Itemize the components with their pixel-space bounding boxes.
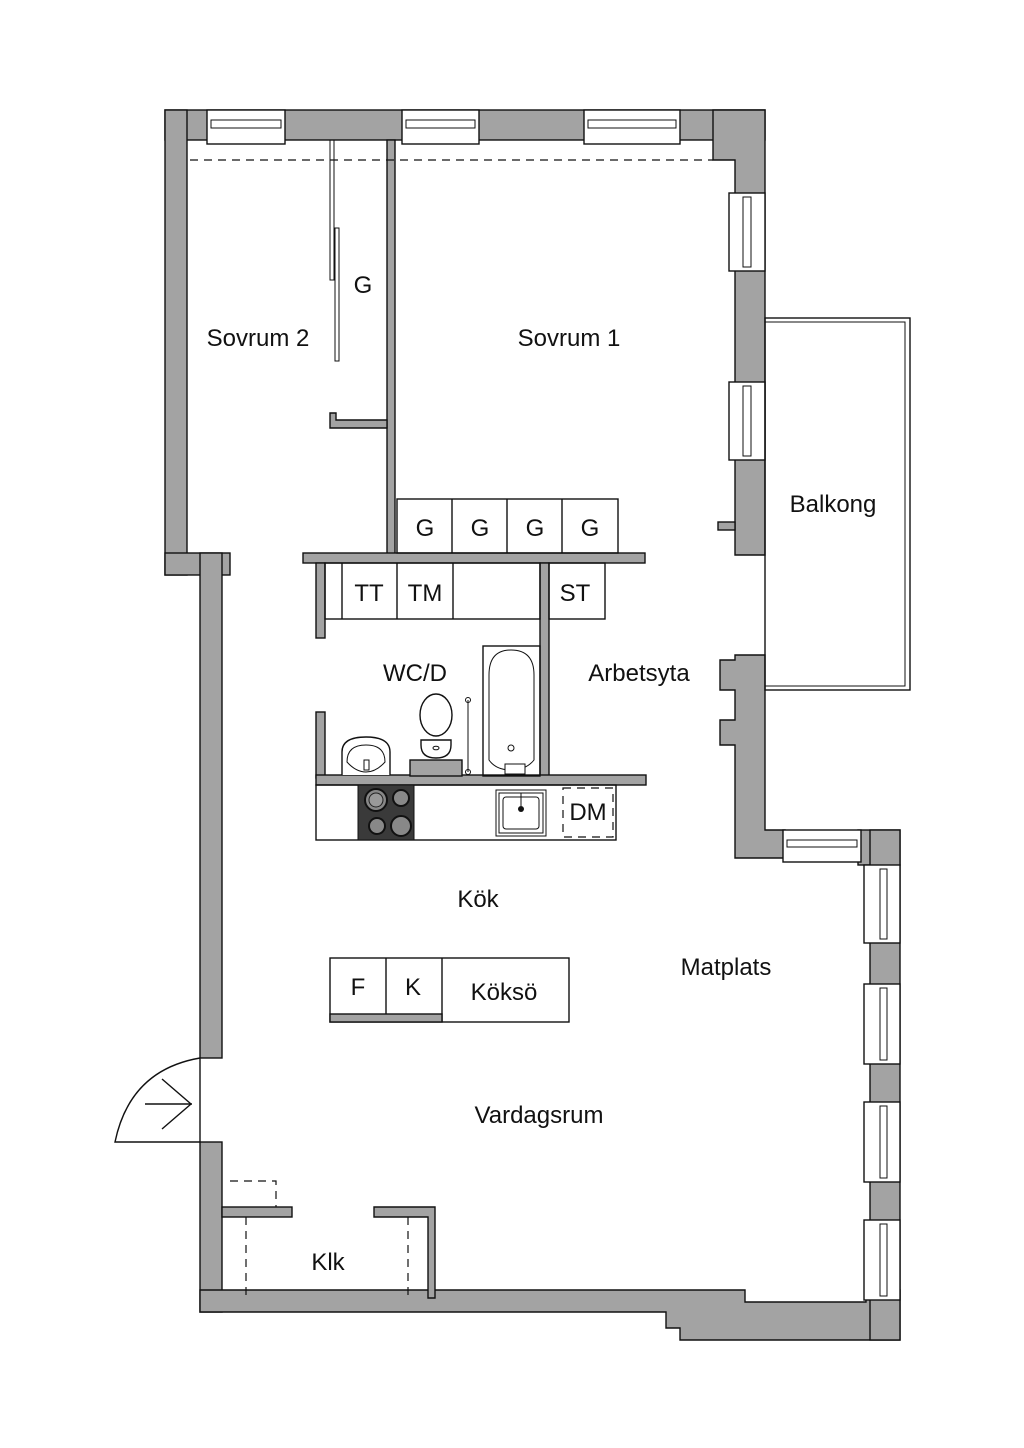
closet-label: G [581,515,600,542]
wall-right-upper [712,109,766,556]
window [863,1101,901,1183]
wall-bottom [199,1289,901,1341]
wall-wardrobe-stub [329,412,388,429]
room-label-balkong: Balkong [790,491,877,518]
room-label-wcd: WC/D [383,660,447,687]
k-label: K [405,974,421,1001]
windows [206,109,901,1301]
room-label-sovrum2: Sovrum 2 [207,325,310,352]
wall-bath-left-lower [315,711,326,779]
interior-walls [221,139,647,1299]
window [728,381,766,461]
kokso-label: Köksö [471,979,538,1006]
sliding-door [329,139,340,362]
wall-left-bottom [199,1141,223,1313]
wall-bath-top [302,552,646,564]
room-label-vardagsrum: Vardagsrum [475,1102,604,1129]
f-label: F [351,974,366,1001]
kitchen-island [329,957,570,1023]
tm-label: TM [408,580,443,607]
bathtub [482,645,541,777]
wall-klk-left [221,1206,293,1218]
room-label-klk: Klk [311,1249,345,1276]
st-cabinet [548,562,606,620]
room-label-sovrum1: Sovrum 1 [518,325,621,352]
window [401,109,480,145]
closet-label: G [526,515,545,542]
laundry-row [324,562,541,620]
bathroom-sink [341,736,391,775]
window [583,109,681,145]
closets [396,498,619,554]
entrance-door[interactable] [114,1057,201,1143]
window [863,983,901,1065]
wall-bath-right [539,562,550,779]
toilet-base [409,759,463,777]
dishwasher [562,787,614,838]
toilet [419,693,453,759]
wall-bath-left-upper [315,562,326,639]
window [863,864,901,944]
wardrobe-label: G [354,272,373,299]
wall-left-middle [199,552,223,1059]
wall-klk-right [373,1206,436,1299]
room-label-kok: Kök [457,886,499,913]
balcony [764,317,911,691]
tt-label: TT [354,580,384,607]
closet-label: G [471,515,490,542]
wall-nub [717,521,736,531]
window [728,192,766,272]
dm-label: DM [569,799,606,826]
room-label-arbetsyta: Arbetsyta [588,660,690,687]
wall-bath-bottom [315,774,647,786]
window [782,829,862,863]
wall-sovrum-divider [386,139,396,556]
closet-label: G [416,515,435,542]
window [206,109,286,145]
wall-right-middle [719,654,786,859]
st-label: ST [560,580,591,607]
labels: Sovrum 2 Sovrum 1 G Balkong G G G G TT T… [207,272,877,1276]
shower-rod [465,697,471,775]
entrance-arrow-icon [145,1078,193,1130]
window [863,1219,901,1301]
outer-walls [164,109,901,1341]
wall-left-upper [164,109,188,576]
kitchen-sink-icon [495,789,547,837]
room-label-matplats: Matplats [681,954,772,981]
klk-dashes [230,1180,409,1298]
kitchen-counter [315,784,617,841]
